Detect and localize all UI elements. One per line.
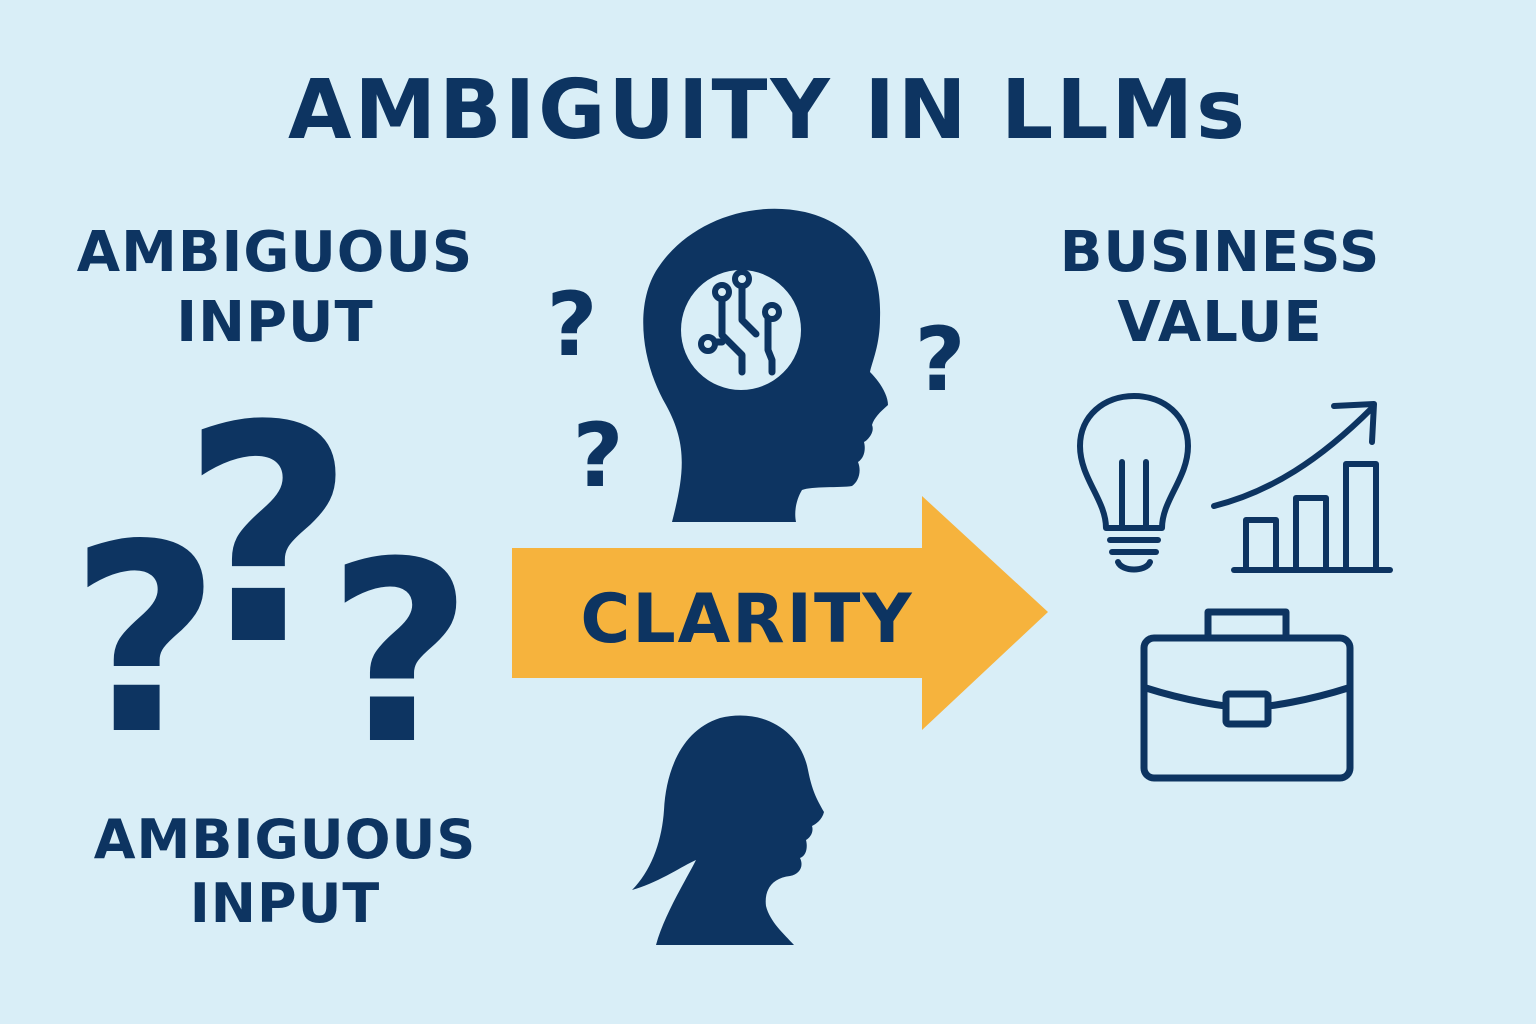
question-mark-small-3: ? [914, 308, 965, 411]
ai-head-icon [643, 208, 888, 522]
question-mark-small-2: ? [572, 404, 623, 507]
question-mark-small-1: ? [546, 273, 597, 376]
title-main: AMBIGUITY IN LL [288, 63, 1112, 158]
lightbulb-icon [1077, 393, 1191, 573]
business-value-line2: VALUE [1117, 290, 1323, 355]
person-silhouette-icon [632, 715, 824, 945]
title-suffix: Ms [1111, 63, 1248, 158]
business-value-line1: BUSINESS [1059, 220, 1381, 285]
question-mark-large-center: ? [181, 362, 355, 711]
ambiguous-input-label-top: AMBIGUOUS INPUT [60, 218, 490, 358]
ambiguous-input-bottom-line1: AMBIGUOUS [93, 808, 477, 871]
diagram-title: AMBIGUITY IN LLMs [0, 67, 1536, 154]
clarity-label: CLARITY [580, 580, 914, 659]
ambiguous-input-top-line1: AMBIGUOUS [76, 220, 474, 285]
ambiguous-input-bottom-line2: INPUT [189, 872, 381, 935]
briefcase-icon [1140, 608, 1354, 782]
growth-chart-icon [1211, 401, 1393, 573]
ambiguous-input-label-bottom: AMBIGUOUS INPUT [90, 808, 480, 936]
question-mark-large-right: ? [327, 508, 472, 799]
business-value-label: BUSINESS VALUE [1040, 218, 1400, 358]
right-arrow-icon [512, 496, 1048, 730]
question-mark-large-left: ? [70, 490, 221, 792]
ambiguous-input-top-line2: INPUT [176, 290, 374, 355]
